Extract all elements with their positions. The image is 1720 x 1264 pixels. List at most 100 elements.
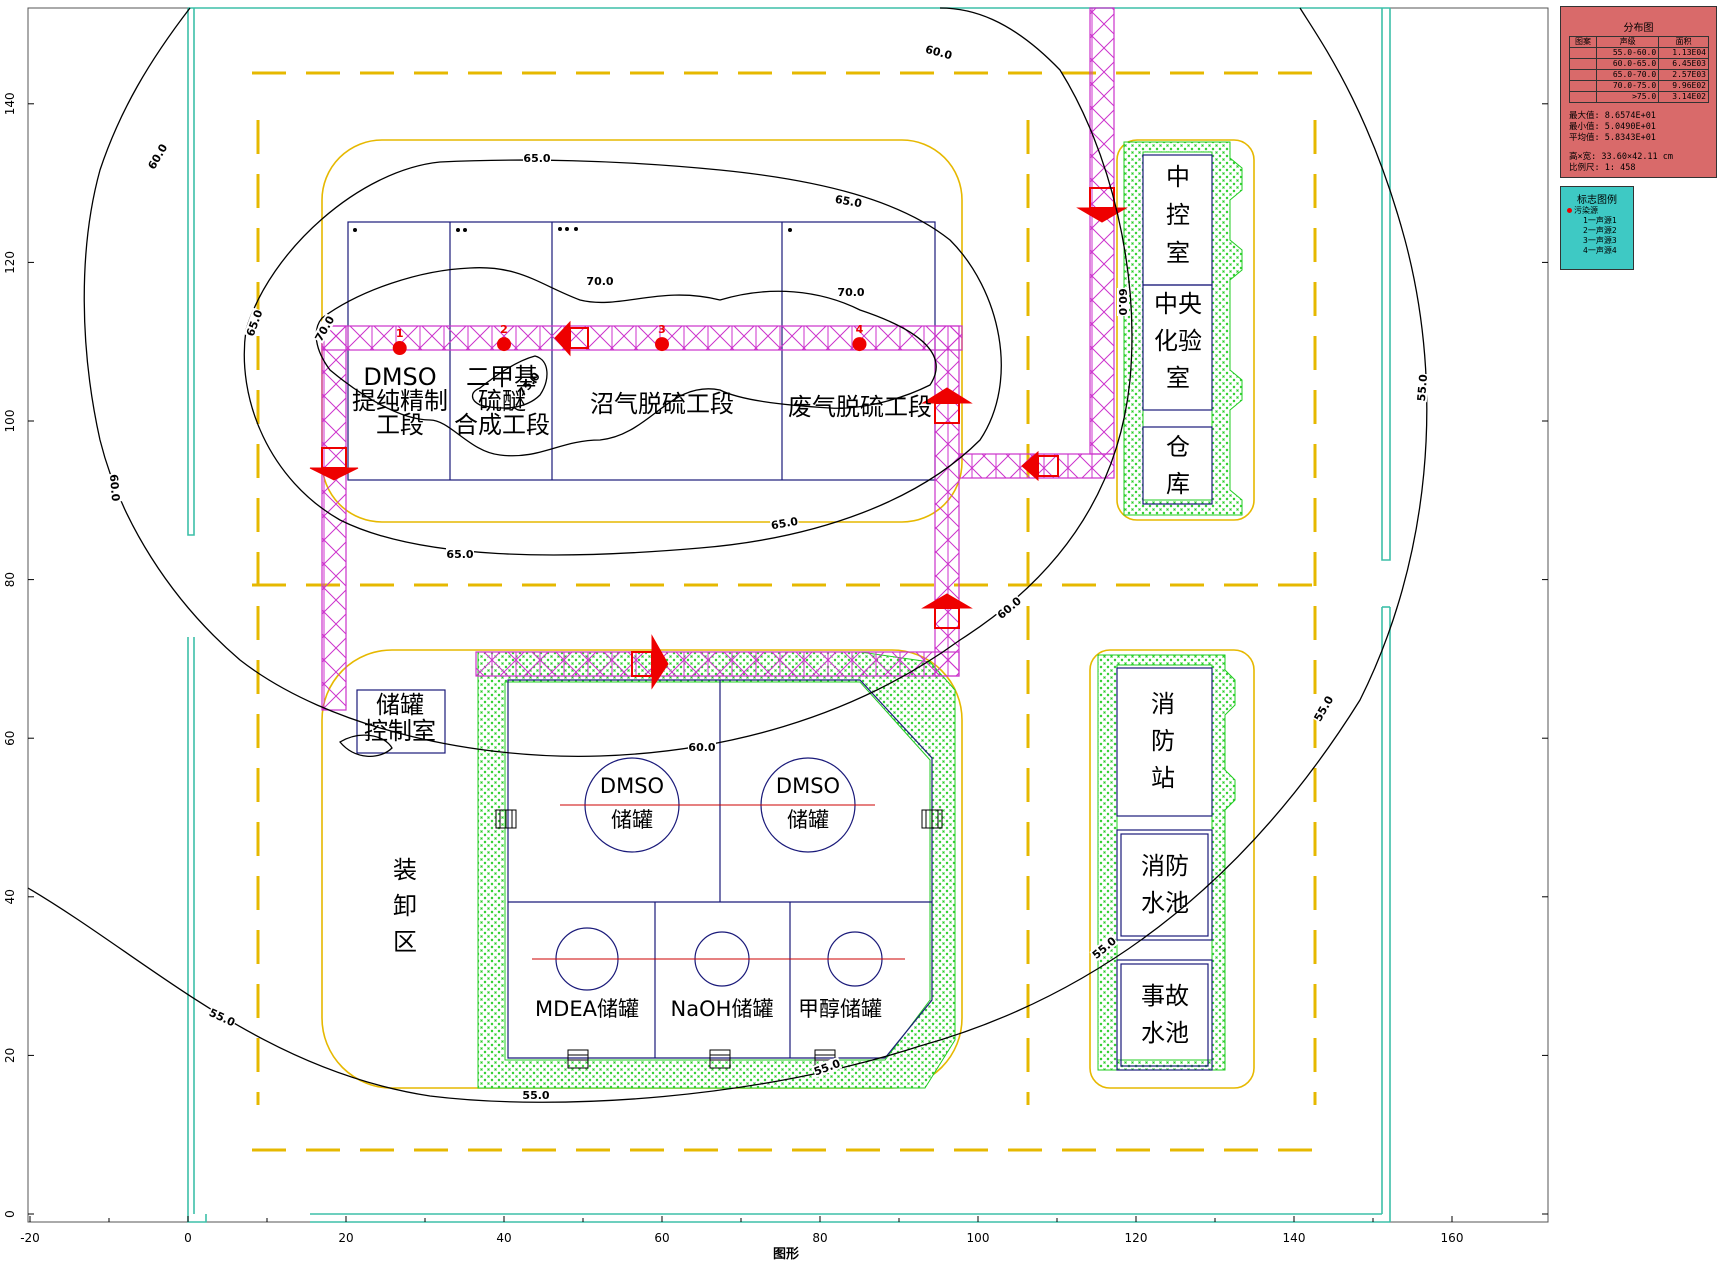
legend-header: 污染源 (1567, 206, 1633, 216)
contour-label: 70.0 (586, 275, 613, 288)
site-boundary (187, 7, 1391, 1223)
contour-label: 60.0 (1116, 288, 1129, 315)
contour-label-bg (586, 275, 614, 287)
distribution-header: 声级 (1595, 36, 1660, 48)
building-label-accident-pool: 事故水池 (1141, 982, 1189, 1047)
distribution-cell: 70.0-75.0 (1595, 80, 1660, 92)
x-tick-label: 160 (1441, 1231, 1464, 1245)
y-tick-label: 80 (3, 572, 17, 587)
building-label-ether-synthesis: 二甲基硫醚合成工段 (454, 363, 550, 439)
y-tick-label: 140 (3, 92, 17, 115)
y-tick-label: 40 (3, 889, 17, 904)
legend-item: 2一声源2 (1583, 226, 1617, 235)
contour-label: 70.0 (837, 286, 864, 299)
noise-source-label: 3 (658, 323, 666, 336)
contour-label-bg (837, 286, 865, 298)
y-tick-label: 20 (3, 1048, 17, 1063)
contour-label: 65.0 (523, 152, 550, 165)
stat-max: 最大值: 8.6574E+01 (1569, 111, 1656, 121)
x-tick-label: 140 (1283, 1231, 1306, 1245)
contour-label: 55.0 (1415, 373, 1430, 402)
building-label-control-room: 中控室 (1166, 163, 1190, 267)
distribution-cell (1569, 91, 1597, 103)
legend-item: 1一声源1 (1583, 216, 1617, 225)
building-label-methanol-tank: 甲醇储罐 (798, 997, 882, 1021)
road-centerlines (252, 71, 1320, 1152)
contour-55 (27, 7, 1428, 1103)
contour-label-bg (523, 152, 551, 164)
contour-label-bg (145, 141, 170, 172)
distribution-cell (1569, 58, 1597, 70)
building-label-fire-pool: 消防水池 (1141, 852, 1189, 917)
aux-buildings (356, 154, 1213, 1071)
tank-axes (532, 804, 905, 960)
stat-avg: 平均值: 5.8343E+01 (1569, 133, 1656, 143)
x-tick-label: -20 (20, 1231, 40, 1245)
building-label-mdea-tank: MDEA储罐 (535, 997, 639, 1021)
stat-min: 最小值: 5.0490E+01 (1569, 122, 1656, 132)
contour-label: 65.0 (244, 308, 266, 338)
contour-label: 65.0 (446, 548, 473, 561)
contour-60-outer (83, 7, 1133, 757)
distribution-header: 面积 (1658, 36, 1709, 48)
contour-label-bg (923, 42, 954, 62)
contour-label-bg (1089, 934, 1119, 962)
stat-scale: 比例尺: 1: 458 (1569, 163, 1636, 173)
contour-label-bg (688, 741, 716, 753)
building-label-waste-gas-desulf: 废气脱硫工段 (788, 393, 932, 421)
building-label-loading: 装卸区 (393, 856, 417, 956)
contour-label: 55.0 (207, 1006, 237, 1029)
distribution-cell: 2.57E03 (1658, 69, 1709, 81)
contour-label: 65.0 (834, 193, 863, 211)
contour-label-bg (243, 307, 265, 339)
distribution-stats: 最大值: 8.6574E+01 最小值: 5.0490E+01 平均值: 5.8… (1569, 111, 1716, 174)
distribution-cell (1569, 80, 1597, 92)
legend-item: 3一声源3 (1583, 236, 1617, 245)
noise-source-marker (497, 337, 511, 352)
y-tick-label: 100 (3, 410, 17, 433)
contour-60-small (339, 734, 393, 758)
distribution-cell: 65.0-70.0 (1595, 69, 1660, 81)
x-tick-label: 120 (1125, 1231, 1148, 1245)
contour-label: 55.0 (522, 1089, 549, 1102)
distribution-cell (1569, 47, 1597, 59)
distribution-cell: >75.0 (1595, 91, 1660, 103)
noise-source-marker (655, 337, 669, 352)
building-label-gas-desulf: 沼气脱硫工段 (590, 390, 734, 418)
contour-65 (243, 159, 1002, 556)
distribution-cell: 9.96E02 (1658, 80, 1709, 92)
contour-lines (27, 7, 1428, 1103)
legend-title: 标志图例 (1577, 195, 1617, 206)
x-axis-title: 图形 (773, 1247, 799, 1262)
pipe-racks (321, 7, 1115, 711)
stat-size: 高×宽: 33.60×42.11 cm (1569, 152, 1674, 162)
contour-label-bg (312, 313, 337, 344)
distribution-cell: 6.45E03 (1658, 58, 1709, 70)
distribution-cell: 60.0-65.0 (1595, 58, 1660, 70)
y-tick-label: 120 (3, 251, 17, 274)
y-axis: 0 20 40 60 80 100 120 140 (3, 92, 1548, 1218)
source-dot-icon (1567, 208, 1572, 213)
y-tick-label: 0 (3, 1210, 17, 1218)
building-label-naoh-tank: NaOH储罐 (671, 997, 774, 1021)
contour-label: 60.0 (924, 43, 954, 63)
y-tick-label: 60 (3, 731, 17, 746)
contour-label: 60.0 (688, 741, 715, 754)
x-tick-label: 20 (338, 1231, 353, 1245)
contour-label-bg (811, 1056, 843, 1078)
distribution-cell: 55.0-60.0 (1595, 47, 1660, 59)
